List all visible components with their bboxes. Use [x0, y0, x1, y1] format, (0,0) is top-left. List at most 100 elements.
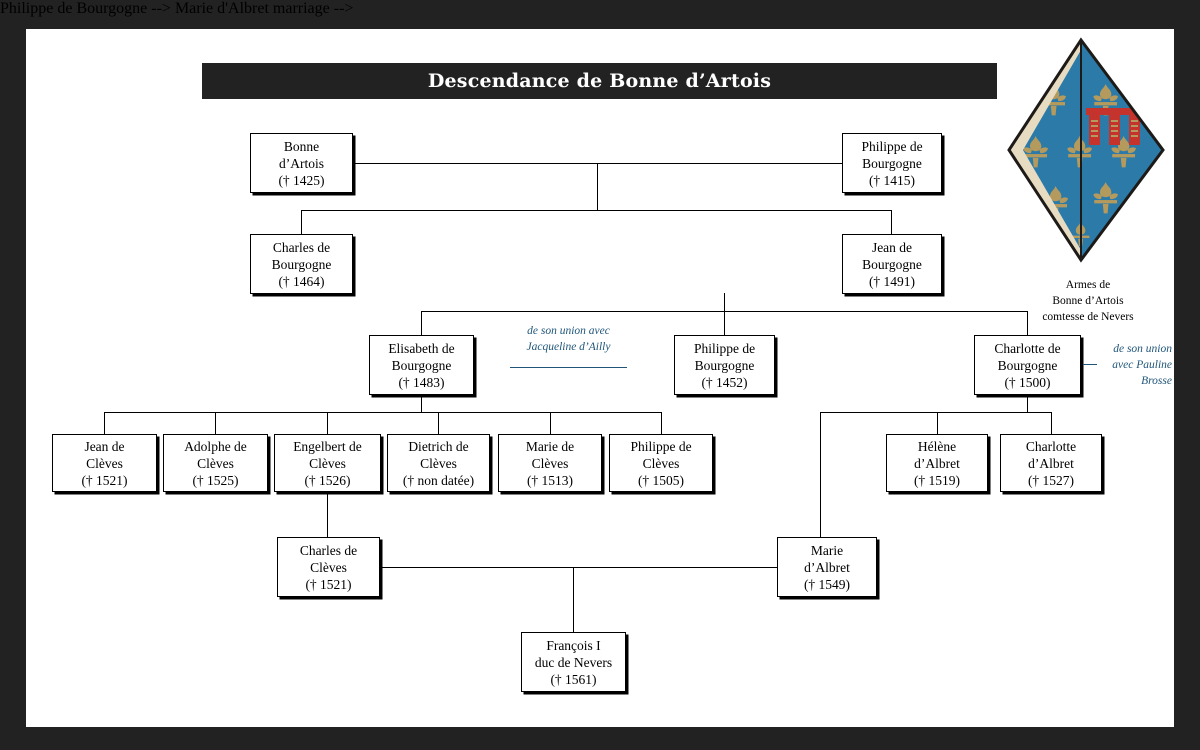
node-line: François I	[546, 637, 601, 653]
connector-drop-dietrich-cleves	[438, 412, 439, 434]
node-line: Charlotte	[1025, 438, 1077, 454]
annotation-union-pauline-brosse: de son union avec Pauline Brosse	[1100, 341, 1172, 389]
node-philippe-de-bourgogne-1415[interactable]: Philippe de Bourgogne († 1415)	[842, 133, 942, 193]
connector-drop-marie-cleves	[550, 412, 551, 434]
node-line: Philippe de	[861, 138, 923, 154]
node-line: Jean de	[871, 239, 913, 255]
coat-of-arms-lozenge-icon	[1007, 37, 1165, 263]
node-philippe-de-cleves-1505[interactable]: Philippe de Clèves († 1505)	[609, 434, 713, 492]
annotation-line: de son union	[1113, 343, 1172, 355]
node-line: († 1527)	[1027, 472, 1075, 488]
node-engelbert-de-cleves-1526[interactable]: Engelbert de Clèves († 1526)	[274, 434, 381, 492]
node-line: († 1452)	[701, 374, 748, 390]
node-line: († 1513)	[526, 472, 574, 488]
node-line: († 1519)	[913, 472, 961, 488]
node-charles-de-cleves-1521[interactable]: Charles de Clèves († 1521)	[277, 537, 380, 597]
node-line: Bourgogne	[391, 357, 452, 373]
node-bonne-artois[interactable]: Bonne d’Artois († 1425)	[250, 133, 353, 193]
node-line: († 1491)	[868, 273, 916, 289]
connector-jean-bourgogne-descent	[724, 293, 725, 311]
node-line: Dietrich de	[408, 438, 469, 454]
node-line: Philippe de	[630, 438, 692, 454]
chart-title-banner: Descendance de Bonne d’Artois	[202, 63, 997, 99]
node-line: Clèves	[309, 455, 346, 471]
node-charlotte-d-albret-1527[interactable]: Charlotte d’Albret († 1527)	[1000, 434, 1102, 492]
annotation-union-jacqueline-ailly: de son union avec Jacqueline d’Ailly	[497, 323, 640, 355]
node-line: Hélène	[917, 438, 957, 454]
node-line: († 1549)	[803, 576, 851, 592]
node-francois-I-duc-de-nevers-1561[interactable]: François I duc de Nevers († 1561)	[521, 632, 626, 692]
connector-drop-marie-albret	[820, 412, 821, 537]
node-line: Bourgogne	[862, 256, 922, 272]
node-line: († 1561)	[550, 671, 597, 687]
connector-drop-elisabeth	[421, 311, 422, 335]
connector-drop-philippe-1452	[724, 311, 725, 335]
connector-drop-charlotte-albret	[1051, 412, 1052, 434]
annotation-line: Brosse	[1141, 375, 1172, 387]
node-philippe-de-bourgogne-1452[interactable]: Philippe de Bourgogne († 1452)	[674, 335, 775, 395]
connector-drop-jean-bourgogne	[891, 210, 892, 234]
node-helene-d-albret-1519[interactable]: Hélène d’Albret († 1519)	[886, 434, 988, 492]
node-marie-de-cleves-1513[interactable]: Marie de Clèves († 1513)	[498, 434, 602, 492]
node-line: († 1525)	[192, 472, 239, 488]
connector-charlotte-descent	[1027, 394, 1028, 412]
annotation-line: Jacqueline d’Ailly	[526, 341, 611, 353]
node-line: († 1521)	[81, 472, 128, 488]
connector-bus-gen2	[301, 210, 892, 211]
node-line: d’Albret	[804, 559, 850, 575]
node-dietrich-de-cleves[interactable]: Dietrich de Clèves († non datée)	[387, 434, 490, 492]
node-line: Charles de	[272, 239, 331, 255]
node-line: Bonne	[283, 138, 320, 154]
node-jean-de-cleves-1521[interactable]: Jean de Clèves († 1521)	[52, 434, 157, 492]
node-line: Clèves	[310, 559, 347, 575]
caption-line: comtesse de Nevers	[1042, 311, 1134, 323]
node-line: († 1526)	[304, 472, 351, 488]
annotation-line: avec Pauline	[1112, 359, 1172, 371]
connector-gen1-descent	[597, 163, 598, 210]
connector-bus-cleves	[104, 412, 661, 413]
node-line: Charles de	[299, 542, 358, 558]
node-line: († 1483)	[398, 374, 445, 390]
node-line: d’Albret	[1028, 455, 1074, 471]
coat-of-arms: Armes de Bonne d’Artois comtesse de Neve…	[1003, 32, 1173, 323]
node-jean-de-bourgogne-1491[interactable]: Jean de Bourgogne († 1491)	[842, 234, 942, 294]
node-line: Clèves	[197, 455, 234, 471]
node-marie-d-albret-1549[interactable]: Marie d’Albret († 1549)	[777, 537, 877, 597]
node-elisabeth-de-bourgogne-1483[interactable]: Elisabeth de Bourgogne († 1483)	[369, 335, 474, 395]
node-line: d’Artois	[279, 155, 324, 171]
node-adolphe-de-cleves-1525[interactable]: Adolphe de Clèves († 1525)	[163, 434, 268, 492]
node-line: Charlotte de	[994, 340, 1061, 356]
connector-bus-albret	[820, 412, 1052, 413]
node-line: Bourgogne	[694, 357, 755, 373]
node-charlotte-de-bourgogne-1500[interactable]: Charlotte de Bourgogne († 1500)	[974, 335, 1081, 395]
annotation-connector-brosse	[1083, 364, 1097, 365]
node-line: Clèves	[420, 455, 457, 471]
page-title: Descendance de Bonne d’Artois	[427, 70, 772, 92]
connector-engelbert-to-charles-cleves	[327, 492, 328, 537]
node-line: Bourgogne	[997, 357, 1058, 373]
connector-drop-engelbert-cleves	[327, 412, 328, 434]
caption-line: Armes de	[1065, 279, 1111, 291]
connector-marriage-cleves-albret	[380, 567, 777, 568]
coat-of-arms-caption: Armes de Bonne d’Artois comtesse de Neve…	[1003, 277, 1173, 325]
connector-cleves-albret-descent	[573, 567, 574, 632]
node-line: duc de Nevers	[534, 654, 613, 670]
connector-drop-charlotte	[1027, 311, 1028, 335]
node-line: Bourgogne	[271, 256, 332, 272]
node-line: Engelbert de	[293, 438, 362, 454]
node-line: Bourgogne	[862, 155, 922, 171]
connector-drop-helene-albret	[937, 412, 938, 434]
connector-elisabeth-descent	[421, 394, 422, 412]
node-line: († 1425)	[278, 172, 325, 188]
node-line: († 1521)	[305, 576, 352, 592]
node-line: Marie de	[525, 438, 575, 454]
node-line: Philippe de	[693, 340, 756, 356]
connector-drop-philippe-cleves	[661, 412, 662, 434]
annotation-line: de son union avec	[527, 325, 610, 337]
node-line: Jean de	[84, 438, 125, 454]
caption-line: Bonne d’Artois	[1052, 295, 1124, 307]
node-line: († 1500)	[1004, 374, 1051, 390]
node-line: Clèves	[86, 455, 123, 471]
node-charles-de-bourgogne-1464[interactable]: Charles de Bourgogne († 1464)	[250, 234, 353, 294]
